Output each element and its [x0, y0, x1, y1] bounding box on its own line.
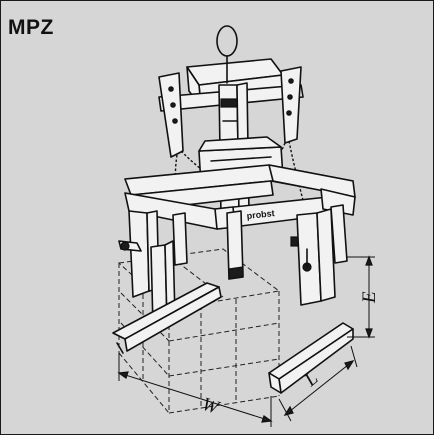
lifting-eye — [216, 25, 238, 64]
left-floor-beam — [112, 282, 222, 354]
dimension-label-e: E — [359, 291, 380, 304]
figure-title: MPZ — [8, 16, 54, 39]
brand-label: probst — [246, 208, 275, 221]
right-clamp-arm — [296, 204, 348, 306]
dimension-lines — [117, 255, 375, 427]
right-floor-beam — [268, 322, 354, 394]
dimension-label-w: W — [199, 394, 223, 420]
